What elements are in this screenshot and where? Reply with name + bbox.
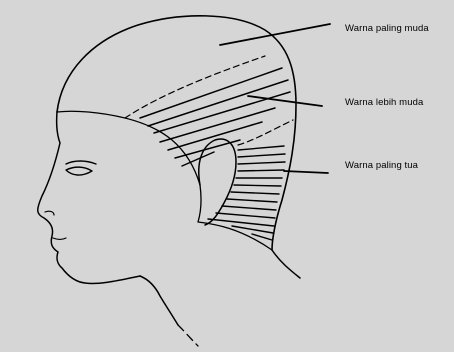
leader-line-lightest — [220, 24, 330, 45]
leader-line-darkest — [284, 171, 328, 173]
label-lightest-color: Warna paling muda — [345, 23, 429, 34]
label-lighter-color: Warna lebih muda — [345, 97, 423, 108]
section-divider-upper — [125, 56, 265, 118]
nostril — [45, 211, 54, 215]
neck-back — [272, 250, 300, 278]
section-divider-lower — [238, 120, 293, 145]
face-profile — [38, 112, 140, 283]
head-outline — [57, 16, 296, 250]
neck-front — [178, 325, 198, 346]
ear — [199, 139, 236, 225]
jaw-line — [140, 276, 178, 325]
mouth — [53, 238, 66, 240]
hatching-lighter — [140, 68, 290, 166]
eye — [66, 161, 96, 175]
label-darkest-color: Warna paling tua — [345, 160, 418, 171]
hairline — [57, 111, 200, 185]
